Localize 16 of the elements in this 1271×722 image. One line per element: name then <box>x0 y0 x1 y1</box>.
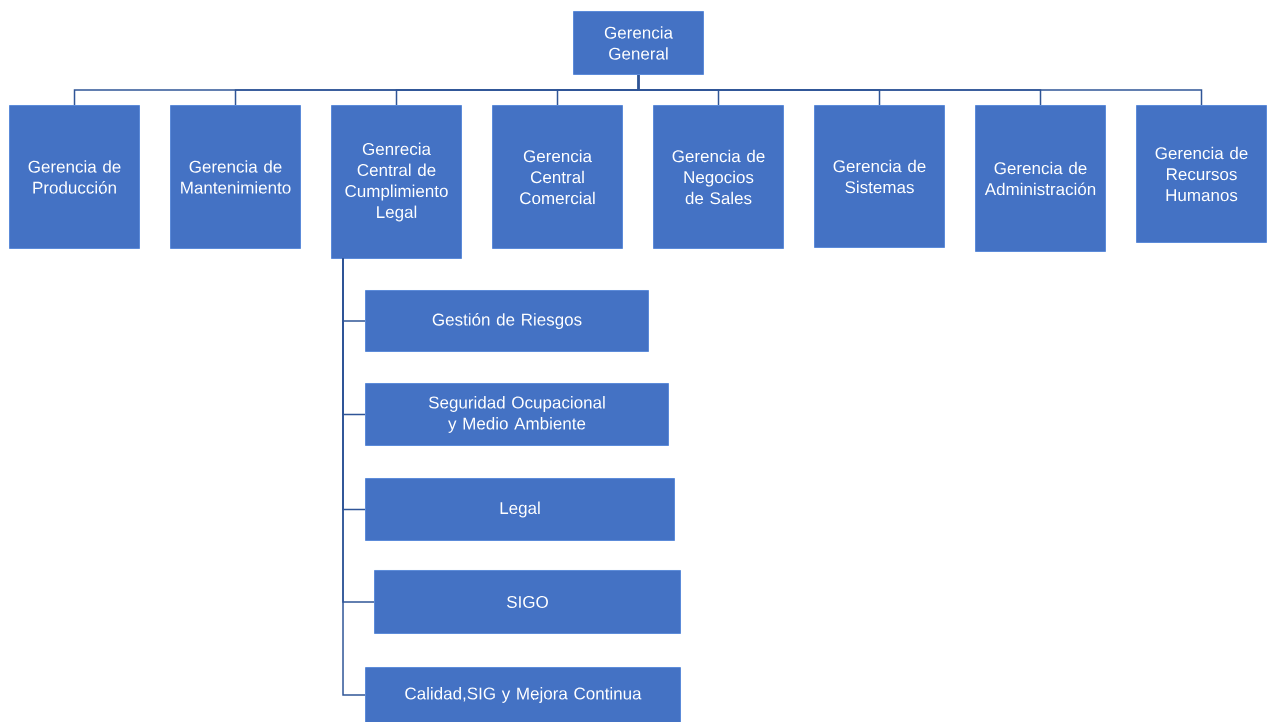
manager-box: Gerencia de Administración <box>975 105 1106 252</box>
manager-box: Gerencia General <box>573 11 704 75</box>
department-box: SIGO <box>374 570 681 634</box>
manager-box: Gerencia Central Comercial <box>492 105 623 249</box>
manager-box: Genrecia Central de Cumplimiento Legal <box>331 105 462 259</box>
manager-box: Gerencia de Mantenimiento <box>170 105 301 249</box>
manager-box: Gerencia de Producción <box>9 105 140 249</box>
connector <box>637 74 1203 106</box>
connector <box>342 257 366 696</box>
department-box: Gestión de Riesgos <box>365 290 649 352</box>
department-box: Calidad,SIG y Mejora Continua <box>365 667 681 722</box>
manager-box: Gerencia de Sistemas <box>814 105 945 248</box>
manager-box: Gerencia de Recursos Humanos <box>1136 105 1267 243</box>
department-box: Seguridad Ocupacional y Medio Ambiente <box>365 383 669 446</box>
department-box: Legal <box>365 478 675 541</box>
manager-box: Gerencia de Negocios de Sales <box>653 105 784 249</box>
